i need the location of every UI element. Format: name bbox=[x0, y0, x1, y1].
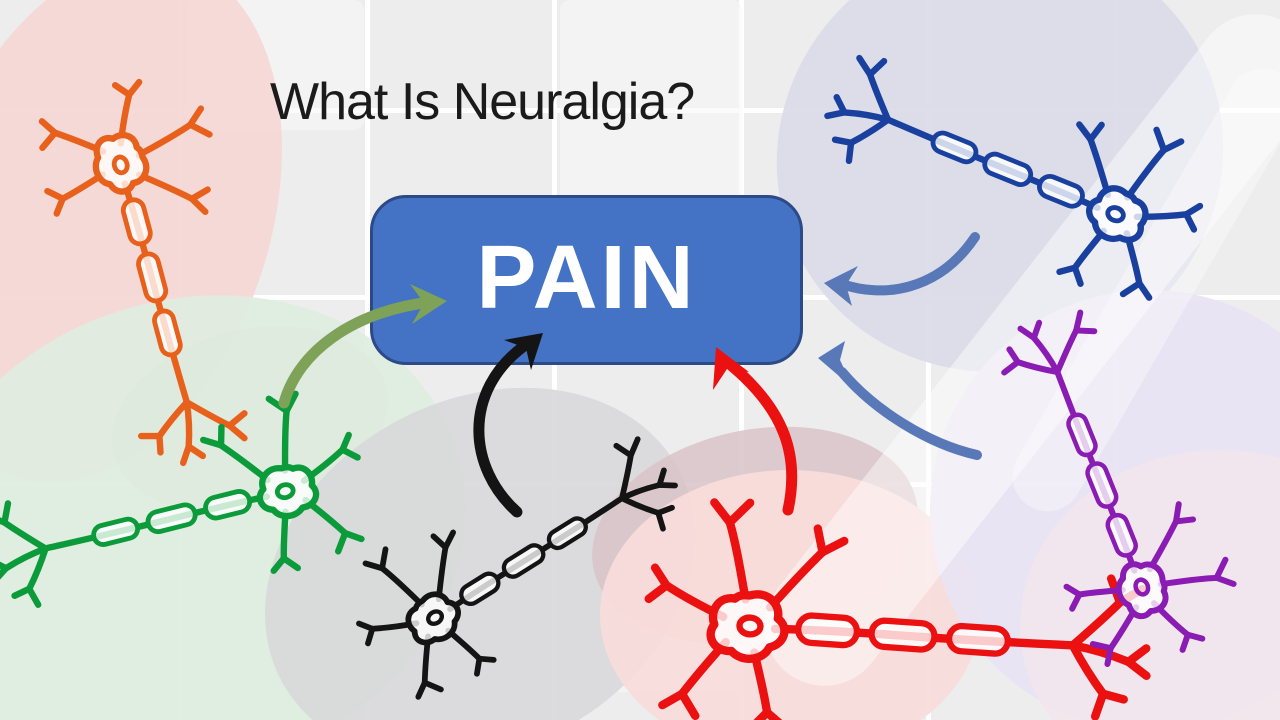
red-arrow-icon bbox=[713, 347, 798, 516]
slide-title: What Is Neuralgia? bbox=[270, 73, 695, 131]
pain-label: PAIN bbox=[476, 228, 697, 328]
blue-arrow-lower-icon bbox=[818, 341, 982, 460]
blue-arrow-upper-icon bbox=[824, 232, 980, 306]
black-arrow-icon bbox=[473, 333, 543, 518]
olive-arrow-icon bbox=[278, 284, 447, 409]
pain-box: PAIN bbox=[370, 195, 803, 365]
